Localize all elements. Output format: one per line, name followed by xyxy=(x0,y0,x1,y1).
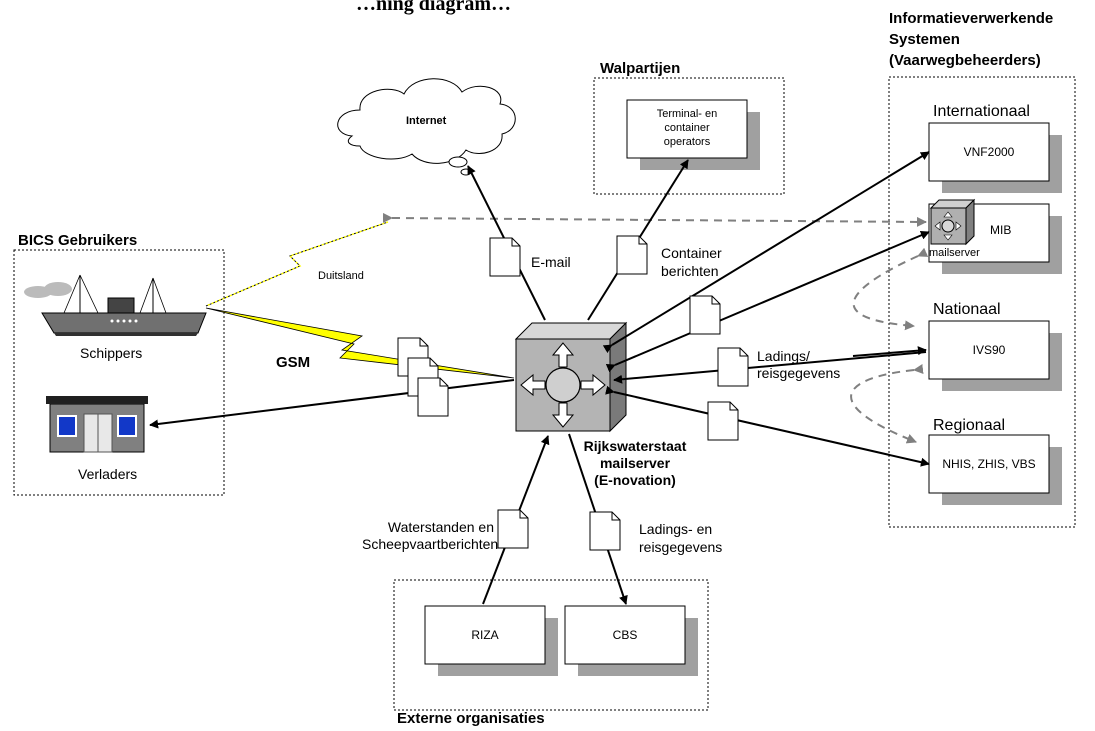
group-title-systemen-3: (Vaarwegbeheerders) xyxy=(889,52,1041,69)
arrow-hub-mib xyxy=(605,231,930,373)
group-frame-externe xyxy=(393,579,709,711)
router-hub-icon xyxy=(514,321,628,433)
terminal-label: Terminal- en container operators xyxy=(656,108,718,148)
gsm-lightning xyxy=(205,307,515,379)
arrow-ladings-ivs90 xyxy=(852,346,927,357)
dashed-link-mib-ivs xyxy=(852,247,929,331)
nhis-label: NHIS, ZHIS, VBS xyxy=(942,456,1036,471)
mib-label: MIB xyxy=(990,223,1012,237)
dashed-link-ivs-nhis xyxy=(850,364,924,444)
container-link-label: Container berichten xyxy=(661,245,722,279)
schippers-label: Schippers xyxy=(80,345,143,361)
duitsland-label: Duitsland xyxy=(318,270,364,282)
group-frame-systemen xyxy=(888,76,1076,528)
group-frame-bics xyxy=(13,249,225,496)
doc-icon-gsm-3 xyxy=(417,377,449,417)
ladingsen-link-label: Ladings- en reisgegevens xyxy=(639,521,723,555)
group-title-systemen-1: Informatieverwerkende xyxy=(889,10,1054,27)
doc-icon-ladingsen xyxy=(589,511,621,551)
vnf2000-box xyxy=(928,122,1062,193)
gsm-label: GSM xyxy=(276,354,311,371)
group-title-bics: BICS Gebruikers xyxy=(18,232,138,249)
riza-box xyxy=(424,605,558,676)
waterstanden-link-label: Waterstanden en Scheepvaartberichten xyxy=(362,519,499,552)
group-title-systemen-2: Systemen xyxy=(889,31,960,48)
doc-icon-email xyxy=(489,237,521,277)
arrow-hub-verladers xyxy=(149,379,515,429)
internet-label: Internet xyxy=(406,115,447,127)
email-link-label: E-mail xyxy=(531,254,571,270)
vnf2000-label: VNF2000 xyxy=(963,144,1015,159)
nhis-box xyxy=(928,434,1062,505)
doc-icon-ivs xyxy=(717,347,749,387)
page-title: …ning diagram… xyxy=(356,0,512,15)
verladers-label: Verladers xyxy=(78,466,138,482)
doc-icon-nhis xyxy=(707,401,739,441)
mib-mailserver-label: mailserver xyxy=(929,247,980,259)
arrow-hub-nhis xyxy=(605,385,930,467)
arrow-hub-vnf2000 xyxy=(602,151,930,354)
doc-icon-vnf xyxy=(689,295,721,335)
doc-icon-container xyxy=(616,235,648,275)
section-regionaal: Regionaal xyxy=(933,417,1006,434)
ivs90-box xyxy=(928,320,1062,391)
mini-router-icon xyxy=(929,198,976,246)
gsm-link-duitsland-yellow xyxy=(205,221,389,307)
ladings-link-label: Ladings/ reisgegevens xyxy=(757,348,841,381)
dashed-link-duitsland-mib xyxy=(382,212,927,227)
ship-icon xyxy=(24,274,207,336)
group-title-walpartijen: Walpartijen xyxy=(600,60,681,77)
cbs-label: CBS xyxy=(612,627,638,642)
section-nationaal: Nationaal xyxy=(933,301,1001,318)
riza-label: RIZA xyxy=(471,627,499,642)
ivs90-label: IVS90 xyxy=(972,342,1006,357)
warehouse-icon xyxy=(46,396,148,453)
arrow-ivs90-hub xyxy=(613,351,927,384)
doc-icon-water xyxy=(497,509,529,549)
section-internationaal: Internationaal xyxy=(933,103,1030,120)
gsm-link-duitsland xyxy=(205,221,389,307)
hub-label: Rijkswaterstaat mailserver (E-novation) xyxy=(583,438,687,488)
group-title-externe: Externe organisaties xyxy=(397,710,545,727)
cbs-box xyxy=(564,605,698,676)
